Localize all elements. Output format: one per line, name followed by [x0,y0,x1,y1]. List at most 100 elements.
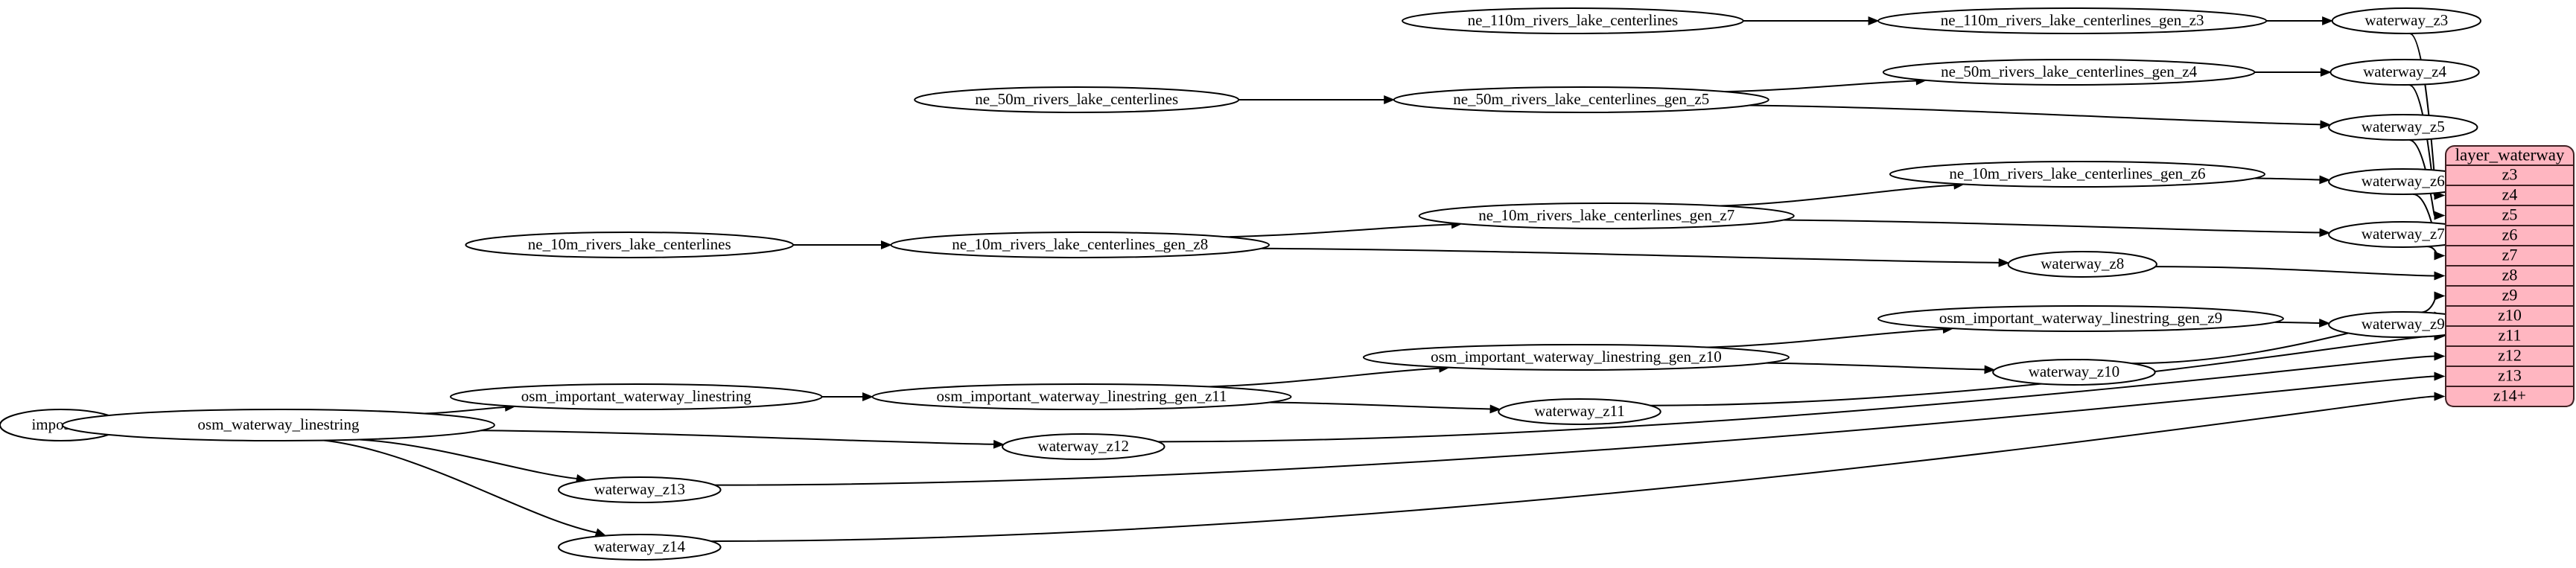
graph-edge [1262,247,2010,267]
graph-node-ne_10m_rivers_lake_centerlines_gen_z6[interactable]: ne_10m_rivers_lake_centerlines_gen_z6 [1889,161,2265,188]
graph-node-label: waterway_z12 [1038,437,1129,455]
graph-edge [1743,16,1880,25]
graph-edge [2409,32,2446,180]
graph-edge [2274,318,2331,328]
table-cell-label: z8 [2502,266,2518,284]
table-header: layer_waterway [2455,145,2565,164]
graph-node-osm_important_waterway_linestring[interactable]: osm_important_waterway_linestring [450,383,823,410]
graph-edge [480,430,1005,449]
graph-node-label: waterway_z13 [594,480,685,498]
table-row[interactable]: z9 [2445,285,2575,307]
graph-node-ne_10m_rivers_lake_centerlines_gen_z8[interactable]: ne_10m_rivers_lake_centerlines_gen_z8 [890,232,1270,258]
graph-node-label: ne_10m_rivers_lake_centerlines_gen_z7 [1478,206,1734,224]
graph-node-waterway_z5[interactable]: waterway_z5 [2328,114,2478,141]
table-cell-label: z10 [2498,306,2522,325]
graph-edge [359,438,588,483]
table-cell-label: z6 [2502,226,2518,244]
graph-edge [1238,95,1396,104]
graph-node-label: osm_important_waterway_linestring_gen_z1… [937,387,1227,405]
graph-node-waterway_z4[interactable]: waterway_z4 [2329,59,2480,86]
table-cell-label: z3 [2502,165,2518,184]
graph-node-label: waterway_z6 [2362,172,2445,190]
graph-node-label: ne_10m_rivers_lake_centerlines_gen_z8 [952,235,1208,253]
graph-edge [1269,401,1501,414]
graph-node-waterway_z6[interactable]: waterway_z6 [2328,168,2478,195]
table-cell-label: z4 [2502,185,2518,204]
graph-edge [710,392,2446,542]
table-row[interactable]: z6 [2445,225,2575,246]
table-row[interactable]: z3 [2445,165,2575,186]
graph-edge [1226,220,1463,238]
graph-node-label: osm_important_waterway_linestring [521,387,752,405]
graph-node-waterway_z9[interactable]: waterway_z9 [2328,311,2478,338]
graph-node-label: ne_10m_rivers_lake_centerlines_gen_z6 [1949,165,2205,182]
graph-node-osm_important_waterway_linestring_gen_z11[interactable]: osm_important_waterway_linestring_gen_z1… [871,383,1292,410]
graph-edge [1766,362,1996,374]
graph-node-ne_110m_rivers_lake_centerlines[interactable]: ne_110m_rivers_lake_centerlines [1402,7,1744,34]
table-cell-label: z11 [2499,326,2522,345]
graph-edge [714,371,2446,486]
graph-node-waterway_z10[interactable]: waterway_z10 [1992,359,2156,386]
graph-edge [1720,180,1965,207]
graph-node-ne_50m_rivers_lake_centerlines_gen_z4[interactable]: ne_50m_rivers_lake_centerlines_gen_z4 [1882,59,2256,86]
graph-node-waterway_z3[interactable]: waterway_z3 [2331,7,2482,34]
graph-node-label: ne_50m_rivers_lake_centerlines [975,90,1178,108]
table-row[interactable]: z12 [2445,345,2575,367]
graph-edge [1706,325,1954,348]
graph-node-label: waterway_z11 [1534,402,1625,420]
table-cell-label: z9 [2502,286,2518,304]
graph-edge [1157,351,2446,443]
graph-edge [1783,219,2331,237]
graph-node-ne_110m_rivers_lake_centerlines_gen_z3[interactable]: ne_110m_rivers_lake_centerlines_gen_z3 [1877,7,2268,34]
table-row[interactable]: z13 [2445,366,2575,387]
table-row[interactable]: z11 [2445,325,2575,347]
graph-node-label: waterway_z14 [594,537,686,555]
graph-node-label: waterway_z4 [2363,63,2446,80]
graph-edge [1208,363,1451,388]
graph-node-osm_waterway_linestring[interactable]: osm_waterway_linestring [61,409,495,441]
graph-node-waterway_z12[interactable]: waterway_z12 [1002,433,1165,460]
table-row[interactable]: z8 [2445,265,2575,287]
table-row[interactable]: z5 [2445,205,2575,226]
table-cell-label: z14+ [2493,386,2526,405]
graph-node-ne_50m_rivers_lake_centerlines_gen_z5[interactable]: ne_50m_rivers_lake_centerlines_gen_z5 [1393,86,1769,113]
graph-edge [1725,76,1927,93]
graph-edge [2155,266,2446,281]
table-cell-label: z5 [2502,205,2518,224]
graph-edge [2254,68,2332,77]
graph-node-ne_10m_rivers_lake_centerlines[interactable]: ne_10m_rivers_lake_centerlines [465,232,795,258]
graph-node-label: waterway_z9 [2362,315,2445,333]
graph-node-ne_10m_rivers_lake_centerlines_gen_z7[interactable]: ne_10m_rivers_lake_centerlines_gen_z7 [1418,202,1795,229]
graph-edge [1749,104,2332,130]
table-row[interactable]: z10 [2445,305,2575,327]
graph-node-label: ne_110m_rivers_lake_centerlines [1468,11,1679,29]
table-row[interactable]: z7 [2445,245,2575,267]
graph-edge [2254,175,2331,185]
graph-node-waterway_z11[interactable]: waterway_z11 [1498,398,1661,425]
table-cell-label: z13 [2498,366,2522,385]
graph-node-osm_important_waterway_linestring_gen_z10[interactable]: osm_important_waterway_linestring_gen_z1… [1362,344,1790,371]
graph-node-label: waterway_z5 [2362,118,2445,135]
edges-layer [61,16,2446,542]
graph-node-osm_important_waterway_linestring_gen_z9[interactable]: osm_important_waterway_linestring_gen_z9 [1877,305,2284,332]
graph-edge [2266,16,2333,25]
graph-node-ne_50m_rivers_lake_centerlines[interactable]: ne_50m_rivers_lake_centerlines [914,86,1240,113]
graph-node-waterway_z7[interactable]: waterway_z7 [2328,221,2478,248]
graph-node-label: osm_important_waterway_linestring_gen_z9 [1939,309,2222,327]
graph-node-label: waterway_z3 [2364,11,2448,29]
graph-node-label: osm_important_waterway_linestring_gen_z1… [1431,348,1722,366]
table-cell-label: z7 [2502,246,2518,264]
graph-node-label: osm_waterway_linestring [197,415,359,433]
graph-node-label: waterway_z8 [2041,255,2124,272]
graph-node-label: waterway_z7 [2362,225,2445,243]
graph-node-label: waterway_z10 [2029,363,2119,380]
graph-node-waterway_z13[interactable]: waterway_z13 [558,476,722,503]
graph-node-waterway_z14[interactable]: waterway_z14 [558,534,722,561]
table-row[interactable]: z14+ [2445,386,2575,407]
table-row[interactable]: z4 [2445,185,2575,206]
graph-node-waterway_z8[interactable]: waterway_z8 [2007,251,2157,278]
table-cell-label: z12 [2498,346,2522,365]
graph-edge [2426,246,2446,261]
